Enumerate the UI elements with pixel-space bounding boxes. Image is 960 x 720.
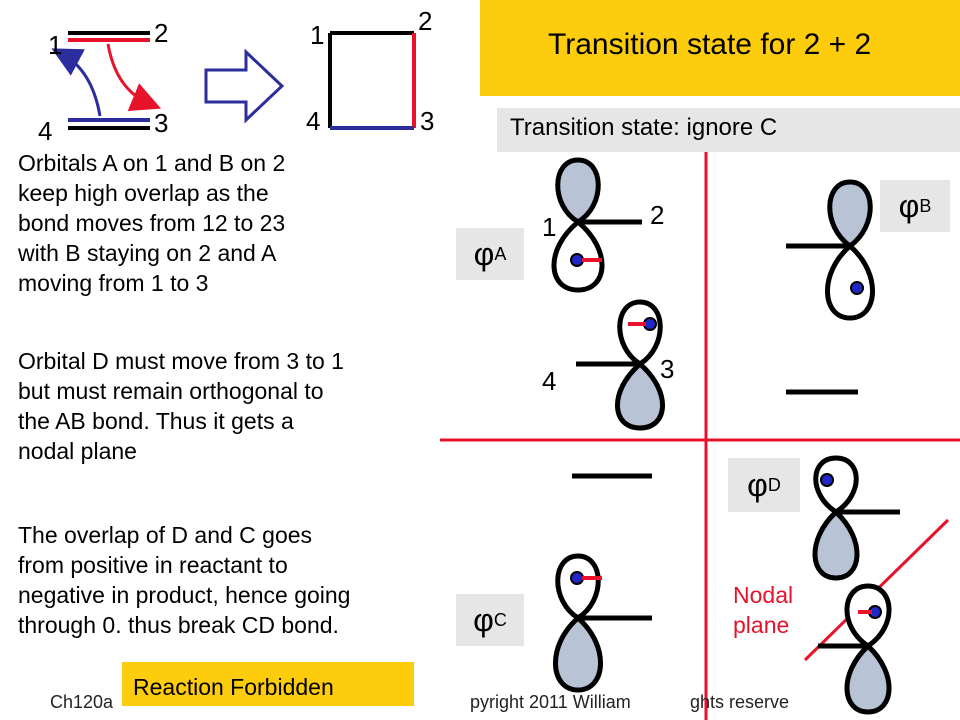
phi-symbol: φ [747,466,768,503]
phi-symbol: φ [898,187,920,224]
footer-course: Ch120a [50,692,114,712]
subtitle-banner [497,108,960,152]
text-line: through 0. thus break CD bond. [18,612,339,638]
text-line: nodal plane [18,438,137,464]
reactant-label-2: 2 [154,18,169,48]
text-line: keep high overlap as the [18,180,269,206]
text-line: from positive in reactant to [18,552,288,578]
orbital-phi-d-lower [818,583,892,715]
product-label-4: 4 [306,106,321,136]
reaction-arrow [204,48,285,124]
orbital-dot [570,571,584,585]
nodal-label-line: plane [733,612,790,638]
reactant-label-4: 4 [38,116,53,146]
text-line: the AB bond. Thus it gets a [18,408,294,434]
product-label-2: 2 [418,6,433,36]
reactant-label-3: 3 [154,108,169,138]
nodal-plane-label: Nodal plane [733,580,793,640]
orbital-atom-1 [551,157,642,293]
phi-subscript: D [767,474,781,495]
text-line: negative in product, hence going [18,582,351,608]
phi-symbol: φ [473,235,495,272]
orbital-phi-c [553,553,652,693]
phi-subscript: A [494,243,507,264]
footer-rights: ghts reserve [690,692,790,712]
slide-title: Transition state for 2 + 2 [548,28,872,61]
text-line: Orbital D must move from 3 to 1 [18,348,344,374]
explanation-paragraph-3: The overlap of D and C goes from positiv… [18,520,488,640]
orbital-phi-d-upper [812,455,900,581]
verdict-text: Reaction Forbidden [133,674,334,700]
slide-subtitle: Transition state: ignore C [510,114,778,141]
text-line: The overlap of D and C goes [18,522,313,548]
explanation-paragraph-2: Orbital D must move from 3 to 1 but must… [18,346,478,466]
text-line: Orbitals A on 1 and B on 2 [18,150,286,176]
red-curved-arrow [106,43,162,112]
blue-curved-arrow [51,48,102,117]
orbital-label-2: 2 [650,200,665,230]
orbital-dot [820,473,834,487]
footer-copyright: pyright 2011 William [470,692,631,712]
orbital-dot [850,281,864,295]
product-label-1: 1 [310,20,325,50]
orbital-label-4: 4 [542,366,557,396]
text-line: with B staying on 2 and A [18,240,277,266]
product-label-3: 3 [420,106,435,136]
nodal-label-line: Nodal [733,582,794,608]
phi-symbol: φ [473,601,494,638]
orbital-phi-b [786,179,875,321]
reactant-label-1: 1 [48,30,63,60]
phi-subscript: B [919,195,932,216]
text-line: bond moves from 12 to 23 [18,210,286,236]
orbital-label-3: 3 [660,354,675,384]
text-line: but must remain orthogonal to [18,378,324,404]
verdict-banner [122,662,414,706]
orbital-label-1: 1 [542,212,557,242]
phi-subscript: C [493,609,507,630]
orbital-dot [570,253,584,267]
title-banner [480,0,960,96]
text-line: moving from 1 to 3 [18,270,209,296]
explanation-paragraph-1: Orbitals A on 1 and B on 2 keep high ove… [18,148,418,298]
